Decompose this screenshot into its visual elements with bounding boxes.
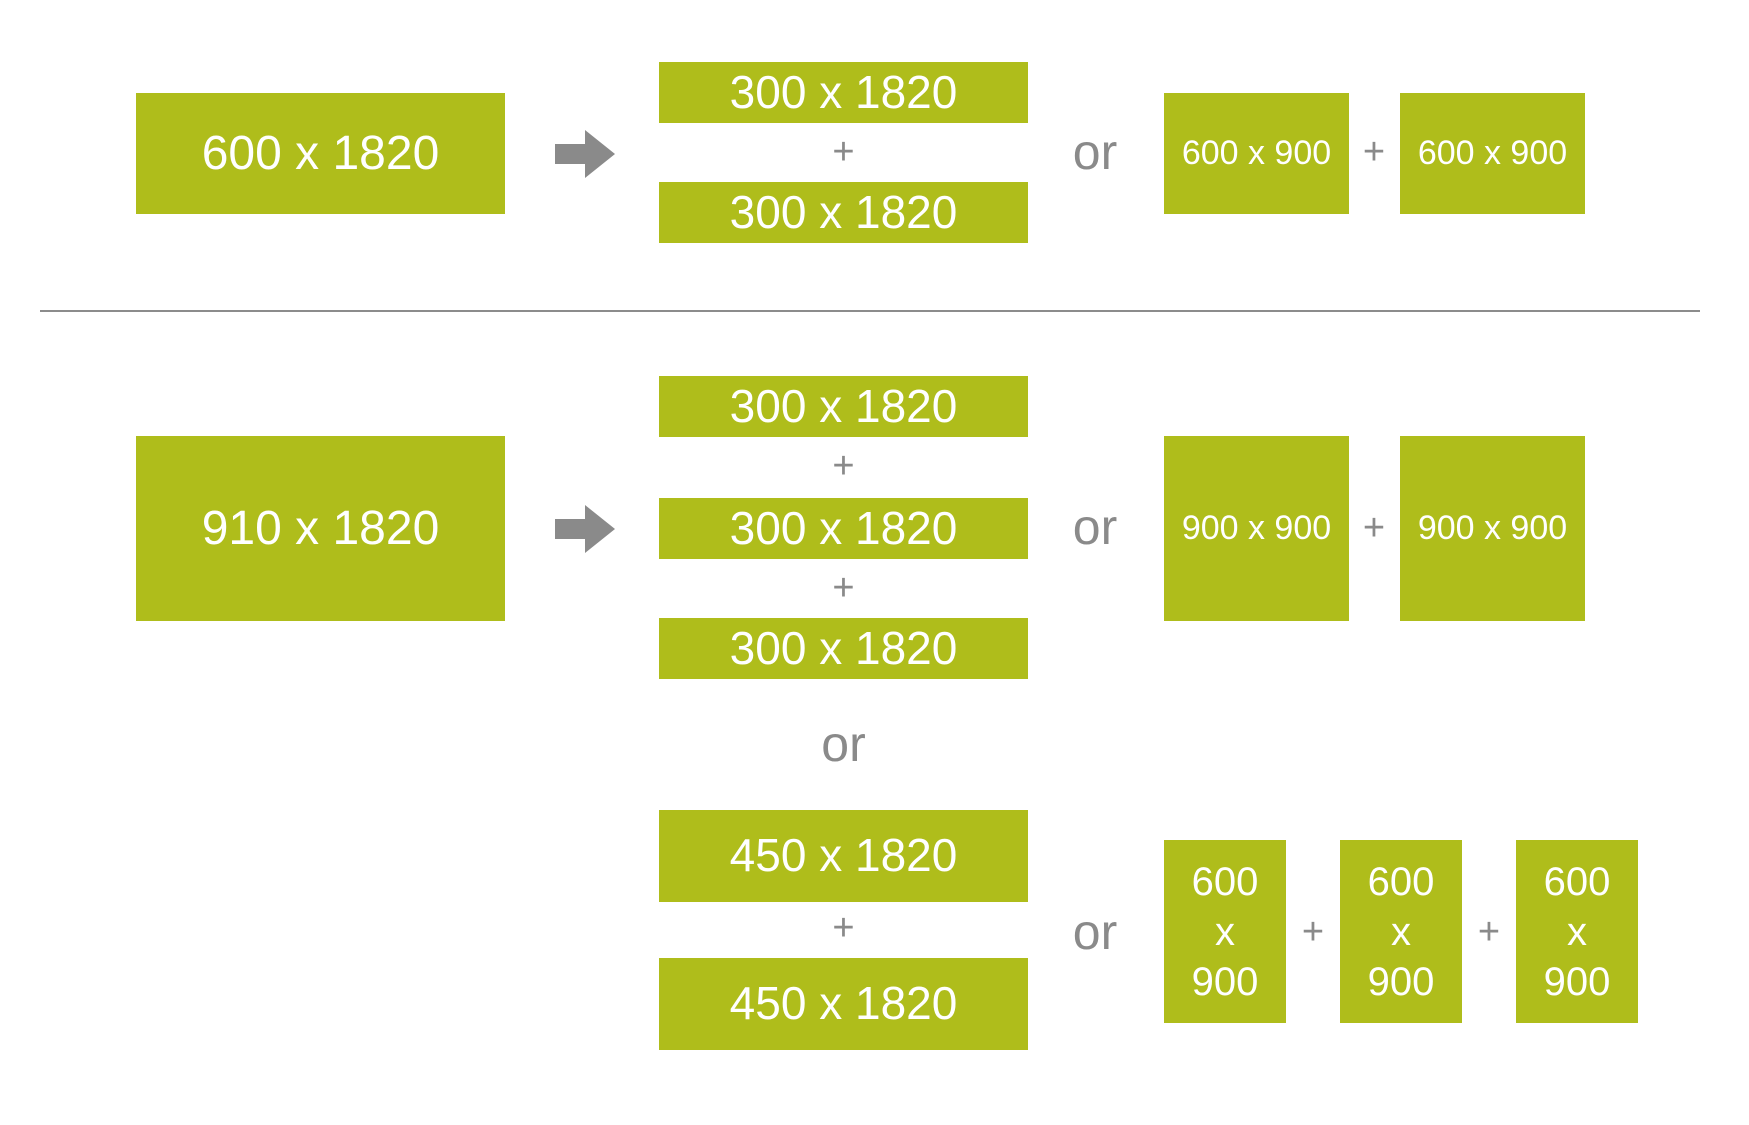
right-arrow-icon — [555, 505, 615, 553]
tile-600x900-3: 600 x 900 — [1516, 840, 1638, 1023]
plus-sign: + — [832, 907, 855, 949]
strip-300-bottom-3: 300 x 1820 — [659, 618, 1028, 679]
source-box-bottom: 910 x 1820 — [136, 436, 505, 621]
or-label: or — [1072, 124, 1118, 180]
plus-sign: + — [832, 445, 855, 487]
square-600x900-top-2: 600 x 900 — [1400, 93, 1585, 214]
or-label: or — [1072, 499, 1118, 555]
plus-sign: + — [832, 131, 855, 173]
strip-450-2: 450 x 1820 — [659, 958, 1028, 1050]
or-label: or — [821, 716, 866, 772]
or-label: or — [1072, 904, 1118, 960]
square-600x900-top-1: 600 x 900 — [1164, 93, 1349, 214]
tile-600x900-1: 600 x 900 — [1164, 840, 1286, 1023]
square-900x900-2: 900 x 900 — [1400, 436, 1585, 621]
plus-sign: + — [1362, 131, 1386, 173]
strip-300-top-2: 300 x 1820 — [659, 182, 1028, 243]
plus-sign: + — [832, 567, 855, 609]
plus-sign: + — [1301, 911, 1325, 953]
right-arrow-icon — [555, 130, 615, 178]
plus-sign: + — [1362, 507, 1386, 549]
plus-sign: + — [1477, 911, 1501, 953]
strip-300-bottom-1: 300 x 1820 — [659, 376, 1028, 437]
strip-300-bottom-2: 300 x 1820 — [659, 498, 1028, 559]
strip-300-top-1: 300 x 1820 — [659, 62, 1028, 123]
square-900x900-1: 900 x 900 — [1164, 436, 1349, 621]
strip-450-1: 450 x 1820 — [659, 810, 1028, 902]
tile-600x900-2: 600 x 900 — [1340, 840, 1462, 1023]
section-divider — [40, 310, 1700, 312]
source-box-top: 600 x 1820 — [136, 93, 505, 214]
